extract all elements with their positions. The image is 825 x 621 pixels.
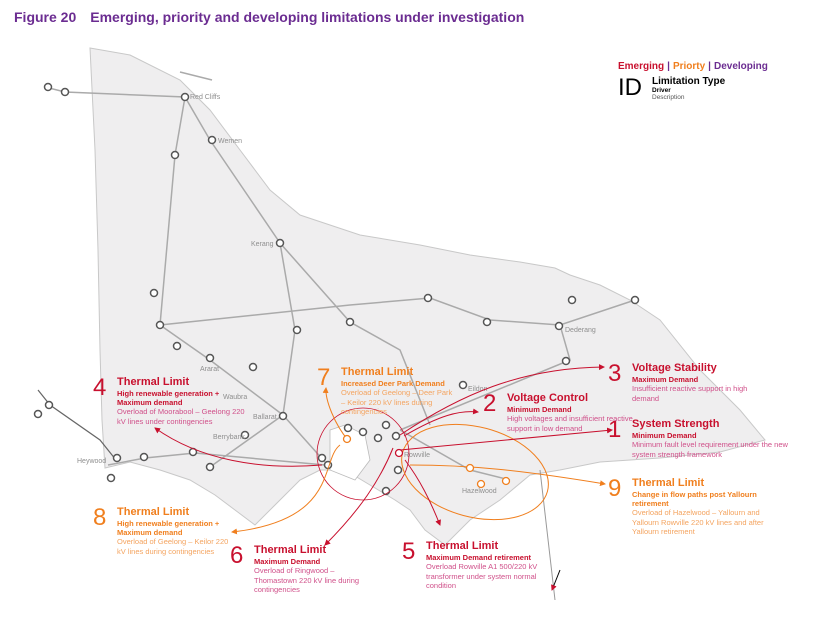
figure-title-text: Emerging, priority and developing limita… (90, 9, 525, 25)
town-label: Berrybank (213, 434, 245, 441)
limitation-description: Overload of Ringwood – Thomastown 220 kV… (254, 566, 360, 594)
town-labels: Red Cliffs Wemen Kerang Dederang Ararat … (77, 94, 596, 495)
substation-nodes (33, 82, 640, 496)
limitation-description: Overload of Geelong – Deer Park – Keilor… (341, 388, 453, 416)
limitation-id: 3 (608, 360, 622, 387)
limitation-id: 2 (483, 390, 497, 417)
limitation-driver: Increased Deer Park Demand (341, 379, 445, 388)
town-label: Waubra (223, 394, 247, 401)
town-label: Eildon (468, 386, 488, 393)
metro-region-circle (316, 407, 410, 501)
legend-separator: | (667, 61, 670, 72)
limitation-description: Overload of Geelong – Keilor 220 kV line… (117, 537, 229, 556)
town-label: Dederang (565, 327, 596, 334)
legend-key: Limitation Type Driver Description (652, 76, 725, 101)
town-label: Red Cliffs (190, 94, 221, 101)
legend-driver: Driver (652, 87, 671, 94)
limitation-driver: Minimum Demand (632, 431, 697, 440)
limitation-type: Thermal Limit (632, 477, 705, 489)
legend-developing: Developing (713, 61, 768, 72)
town-label: Rowville (404, 452, 430, 459)
figure-title: Figure 20 Emerging, priority and developi… (14, 9, 524, 25)
north-arrow (551, 569, 561, 591)
town-label: Heywood (77, 458, 106, 465)
limitation-driver: Maximum Demand (632, 375, 699, 384)
limitation-description: Minimum fault level requirement under th… (632, 440, 788, 459)
limitation-id: 4 (93, 374, 107, 401)
town-label: Hazelwood (462, 488, 497, 495)
limitation-description: Overload Rowville A1 500/220 kV transfor… (426, 562, 538, 590)
limitation-arrows (154, 364, 613, 546)
legend-categories: Emerging|Priorty|Developing (618, 61, 768, 72)
limitation-driver: Minimum Demand (507, 405, 572, 414)
legend-description: Description (652, 94, 685, 101)
limitation-type: Voltage Control (507, 392, 589, 404)
limitation-type: Thermal Limit (117, 376, 190, 388)
border-line (539, 469, 556, 601)
limitation-description: Insufficient reactive support in high de… (632, 384, 748, 403)
limitation-type: Thermal Limit (117, 506, 190, 518)
limitation-description: High voltages and insufficient reactive … (507, 414, 633, 433)
limitation-driver: High renewable generation + Maximum dema… (117, 389, 220, 407)
limitation-id: 5 (402, 538, 416, 565)
limitation-id: 9 (608, 475, 622, 502)
town-label: Ararat (200, 366, 219, 373)
legend-type: Limitation Type (652, 76, 726, 87)
town-label: Wemen (218, 138, 242, 145)
limitation-type: Thermal Limit (254, 544, 327, 556)
figure-number: Figure 20 (14, 9, 77, 25)
limitation-driver: Change in flow paths post Yallourn retir… (632, 490, 757, 508)
legend-id: ID (618, 74, 642, 101)
limitation-type: Voltage Stability (632, 362, 717, 374)
limitation-id: 1 (608, 416, 622, 443)
limitation-type: Thermal Limit (426, 540, 499, 552)
legend-priority: Priorty (672, 61, 706, 72)
limitation-id: 6 (230, 542, 244, 569)
limitation-type: Thermal Limit (341, 366, 414, 378)
limitation-description: Overload of Hazelwood – Yallourn and Yal… (632, 508, 764, 536)
limitation-id: 7 (317, 364, 331, 391)
town-label: Ballarat (253, 414, 277, 421)
legend-separator: | (708, 61, 711, 72)
limitation-description: Overload of Moorabool – Geelong 220 kV l… (117, 407, 245, 426)
limitation-driver: Maximum Demand (254, 557, 321, 566)
limitation-driver: High renewable generation + Maximum dema… (117, 519, 220, 537)
limitation-type: System Strength (632, 418, 720, 430)
town-label: Kerang (251, 241, 274, 248)
limitation-id: 8 (93, 504, 107, 531)
limitation-driver: Maximum Demand retirement (426, 553, 532, 562)
legend-emerging: Emerging (618, 61, 665, 72)
